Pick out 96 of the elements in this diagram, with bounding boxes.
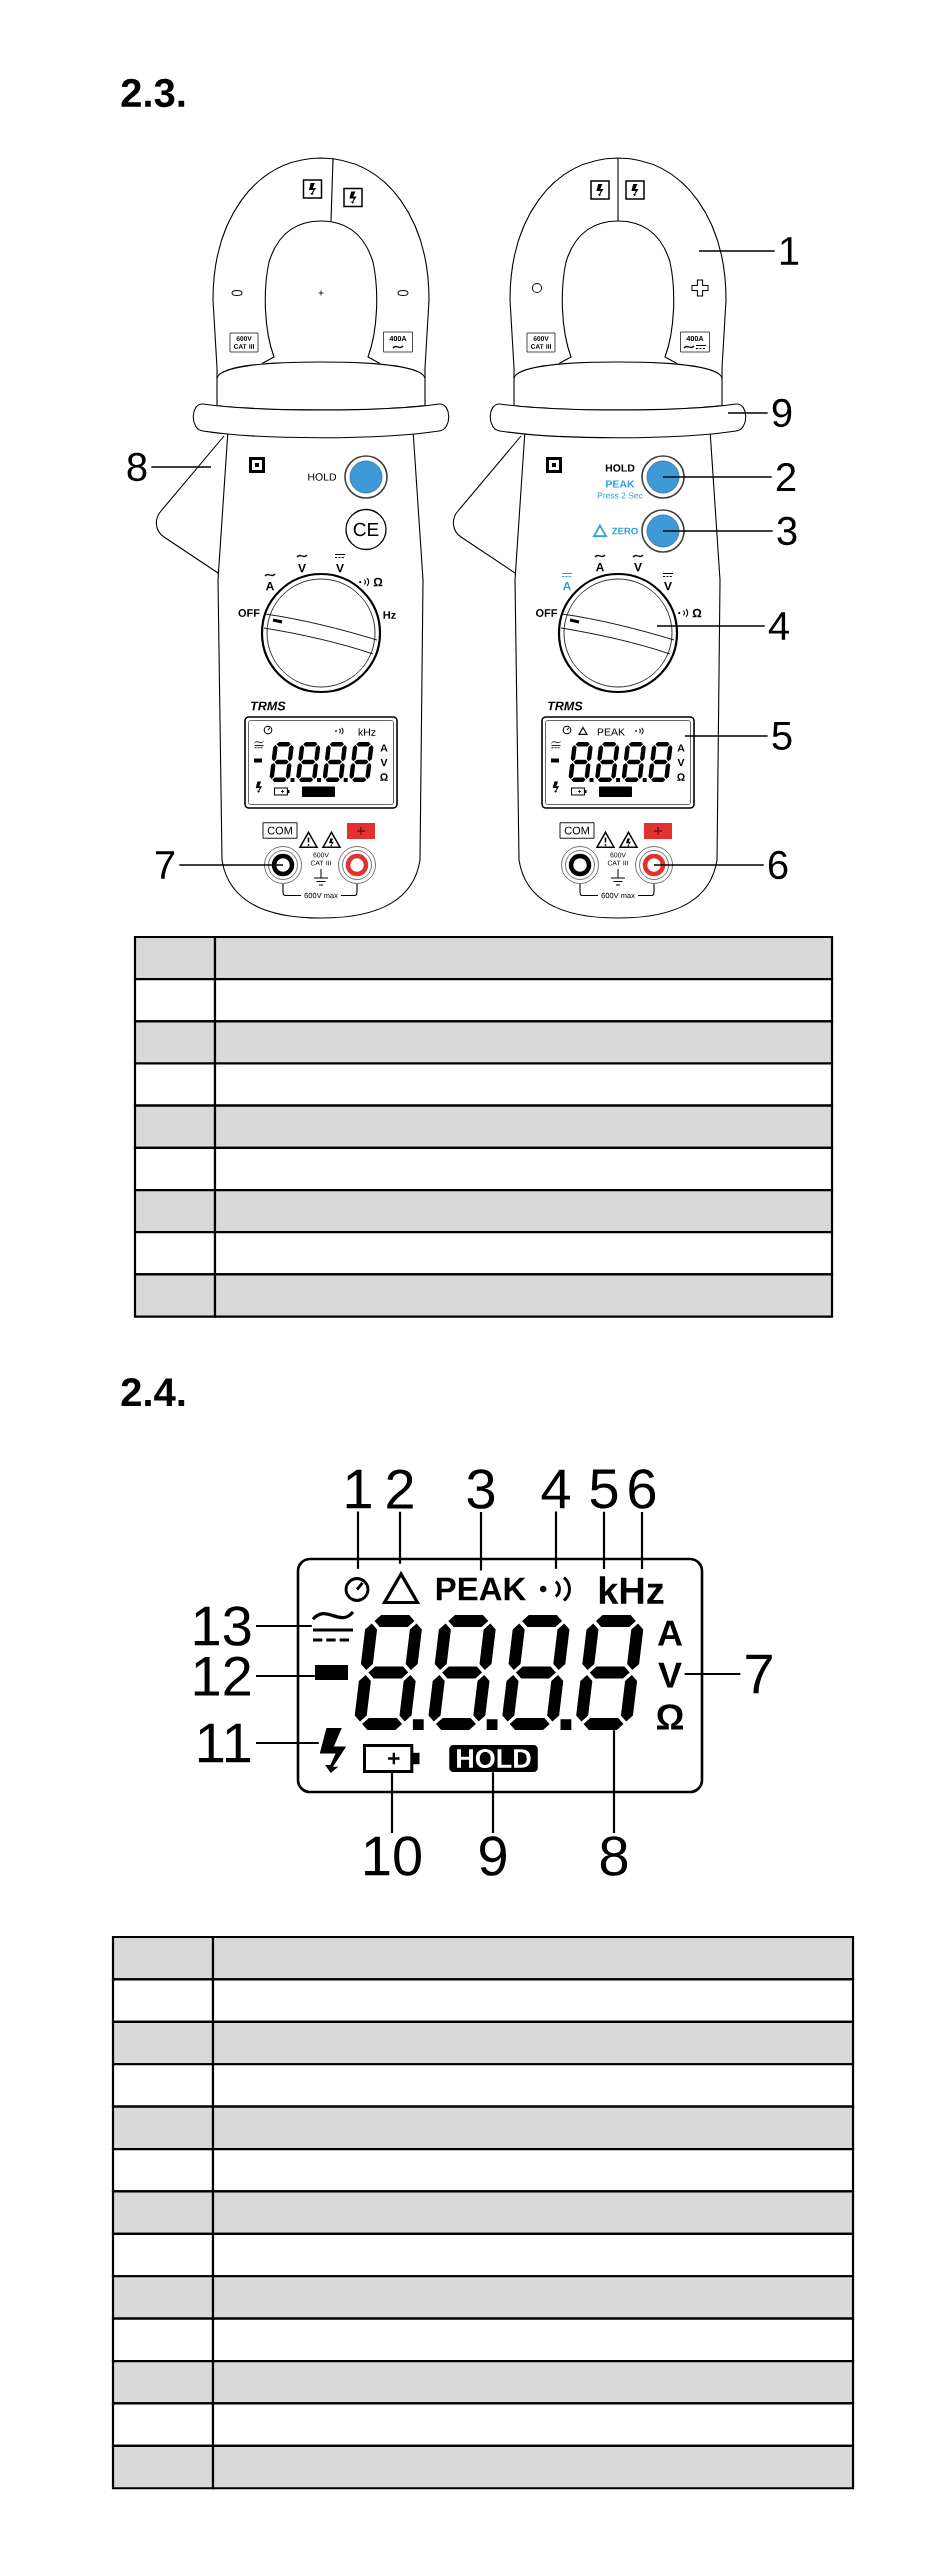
dial-label: Ω	[373, 577, 383, 587]
dial-label: Ω	[692, 608, 702, 618]
leader-line	[602, 1511, 606, 1570]
unit-label: kHz	[358, 728, 376, 736]
callout-number: 4	[541, 1469, 570, 1509]
trms-label: TRMS	[548, 701, 583, 711]
input-socket	[338, 846, 376, 884]
unit-label: kHz	[599, 1576, 664, 1604]
leader-line	[479, 1512, 483, 1571]
button-label: HOLD	[308, 473, 337, 481]
callout-number: 8	[600, 1836, 628, 1876]
leader-line	[662, 530, 774, 532]
leader-line	[150, 466, 212, 468]
unit-label: V	[677, 758, 685, 767]
callout-number: 1	[346, 1469, 371, 1509]
callout-number: 10	[365, 1836, 421, 1876]
terminal-label: COM	[262, 822, 298, 839]
hand-guard	[489, 403, 747, 439]
unit-label: V	[380, 758, 388, 767]
leader-line	[727, 412, 769, 414]
ac-dc-icon	[311, 1610, 355, 1642]
unit-label: Ω	[677, 773, 685, 781]
trigger-lever	[155, 435, 225, 576]
button-label: HOLD	[605, 464, 635, 472]
unit-label: Ω	[380, 773, 388, 781]
callout-number: 7	[746, 1654, 772, 1694]
lcd-panel	[296, 1557, 704, 1794]
input-socket	[635, 846, 673, 884]
hold-indicator: HOLD	[449, 1744, 538, 1773]
leader-line	[256, 1624, 312, 1628]
callout-number: 6	[768, 850, 788, 880]
callout-number: 11	[198, 1723, 251, 1763]
leader-line	[662, 476, 773, 478]
leader-line	[684, 735, 769, 737]
button-label: ZERO	[612, 527, 638, 535]
battery-icon	[363, 1744, 420, 1773]
callout-number: 3	[467, 1469, 495, 1509]
section-heading: 2.4.	[121, 1378, 185, 1406]
digit-readout	[354, 1615, 644, 1730]
input-socket	[264, 846, 302, 884]
leader-line	[640, 1512, 644, 1570]
leader-line	[554, 1511, 558, 1569]
ce-mark: CE	[345, 508, 387, 551]
dial-label: V	[664, 581, 672, 591]
trigger-lever	[452, 435, 522, 576]
callout-number: 3	[777, 516, 797, 546]
callout-number: 2	[776, 463, 796, 491]
leader-line	[390, 1772, 394, 1833]
leader-line	[684, 1672, 741, 1676]
leader-line	[256, 1741, 319, 1745]
dial-label: A	[562, 581, 571, 591]
unit-label: A V Ω	[657, 1620, 683, 1730]
indicator-label: PEAK	[597, 728, 625, 736]
dial-label: V	[298, 563, 306, 573]
dial-label: A	[595, 562, 604, 572]
callout-number: 5	[590, 1469, 618, 1509]
leader-line	[698, 250, 776, 252]
callout-number: 2	[387, 1469, 413, 1509]
leader-line	[491, 1772, 495, 1833]
leader-line	[653, 864, 765, 866]
leader-line	[612, 1730, 616, 1833]
dial-label: OFF	[535, 609, 558, 617]
hand-guard	[192, 403, 450, 439]
dial-label: V	[634, 562, 642, 572]
callout-number: 13	[194, 1606, 251, 1646]
leader-line	[656, 625, 766, 627]
callout-number: 8	[127, 452, 147, 482]
lightning-icon	[319, 1728, 347, 1773]
timer-icon	[344, 1577, 370, 1602]
callout-number: 7	[155, 851, 175, 879]
dial-label: V	[336, 563, 344, 573]
leader-line	[398, 1511, 402, 1564]
callout-number: 12	[194, 1656, 250, 1696]
indicator-label: PEAK	[436, 1577, 527, 1601]
callout-number: 9	[480, 1836, 506, 1876]
button-label: Press 2 Sec	[597, 492, 643, 499]
callout-number: 4	[768, 612, 789, 640]
section-heading: 2.3.	[121, 78, 185, 108]
callout-number: 6	[629, 1469, 656, 1509]
trms-label: TRMS	[251, 701, 286, 711]
dial-label: A	[265, 581, 274, 591]
minus-segment	[315, 1665, 348, 1680]
input-socket	[561, 846, 599, 884]
buzzer-icon	[539, 1576, 571, 1602]
leader-line	[178, 864, 284, 866]
dial-label: Hz	[383, 611, 396, 619]
leader-line	[356, 1511, 360, 1569]
callout-number: 1	[780, 237, 799, 265]
dial-label: OFF	[238, 609, 260, 617]
callout-number: 9	[772, 398, 792, 428]
unit-label: A	[380, 744, 388, 752]
callout-number: 5	[772, 722, 792, 750]
terminal-label: COM	[559, 822, 595, 839]
leader-line	[256, 1674, 315, 1678]
button-label: PEAK	[606, 480, 635, 488]
unit-label: A	[677, 744, 685, 752]
